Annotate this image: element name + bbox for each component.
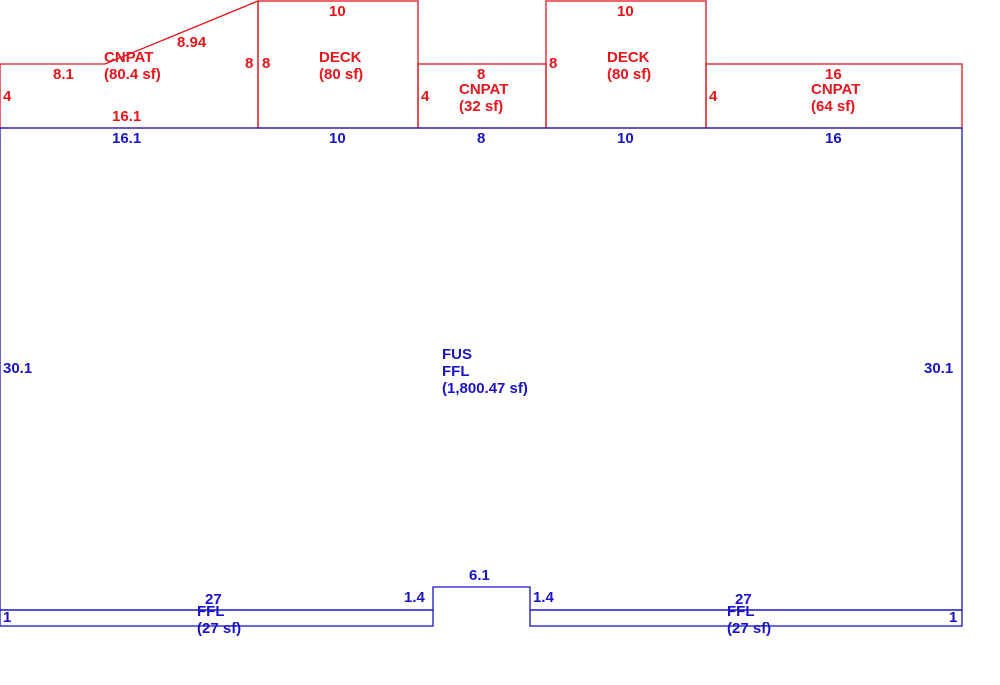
- patio-1-code: CNPAT: [104, 49, 153, 66]
- deck-2-dim-left: 8: [549, 55, 557, 72]
- deck-2-area: (80 sf): [607, 66, 651, 83]
- patio-1-dim-diag: 8.94: [177, 34, 207, 51]
- left-strip-dim-length: 27: [205, 591, 222, 608]
- main-dim-top-2: 10: [329, 130, 346, 147]
- patio-2-area: (32 sf): [459, 98, 503, 115]
- patio-3-dim-left: 4: [709, 88, 718, 105]
- main-area-code: FUS: [442, 346, 472, 363]
- left-strip-dim-depth: 1: [3, 609, 11, 626]
- right-strip-area: (27 sf): [727, 620, 771, 637]
- patio-1-area: (80.4 sf): [104, 66, 161, 83]
- right-strip-outline: [529, 609, 963, 627]
- patio-3-code: CNPAT: [811, 81, 860, 98]
- patio-1-dim-bottom: 16.1: [112, 108, 141, 125]
- deck-2-dim-top: 10: [617, 3, 634, 20]
- main-areas: [0, 127, 963, 627]
- deck-1-area: (80 sf): [319, 66, 363, 83]
- patio-1-dim-right: 8: [245, 55, 253, 72]
- left-strip-area: (27 sf): [197, 620, 241, 637]
- patio-1-dim-top: 8.1: [53, 66, 74, 83]
- right-strip-dim-length: 27: [735, 591, 752, 608]
- left-strip-code: FFL: [197, 603, 225, 620]
- right-strip-dim-depth: 1: [949, 609, 957, 626]
- left-strip-outline: [0, 609, 434, 627]
- patio-3-dim-top: 16: [825, 66, 842, 83]
- main-dim-top-4: 10: [617, 130, 634, 147]
- patio-1-dim-left: 4: [3, 88, 12, 105]
- patio-2-dim-top: 8: [477, 66, 485, 83]
- main-dim-top-1: 16.1: [112, 130, 141, 147]
- right-strip-code: FFL: [727, 603, 755, 620]
- patio-2-code: CNPAT: [459, 81, 508, 98]
- patio-3-area: (64 sf): [811, 98, 855, 115]
- main-dim-left: 30.1: [3, 360, 32, 377]
- notch-dim-width: 6.1: [469, 567, 490, 584]
- deck-1-dim-top: 10: [329, 3, 346, 20]
- main-dim-right: 30.1: [924, 360, 953, 377]
- main-area-outline: [0, 127, 963, 611]
- main-dim-top-5: 16: [825, 130, 842, 147]
- patio-2-dim-left: 4: [421, 88, 430, 105]
- deck-1-dim-left: 8: [262, 55, 270, 72]
- deck-2-code: DECK: [607, 49, 650, 66]
- notch-dim-left: 1.4: [404, 589, 426, 606]
- main-dim-top-3: 8: [477, 130, 485, 147]
- notch-dim-right: 1.4: [533, 589, 555, 606]
- main-area-level: FFL: [442, 363, 470, 380]
- main-area-size: (1,800.47 sf): [442, 380, 528, 397]
- deck-1-code: DECK: [319, 49, 362, 66]
